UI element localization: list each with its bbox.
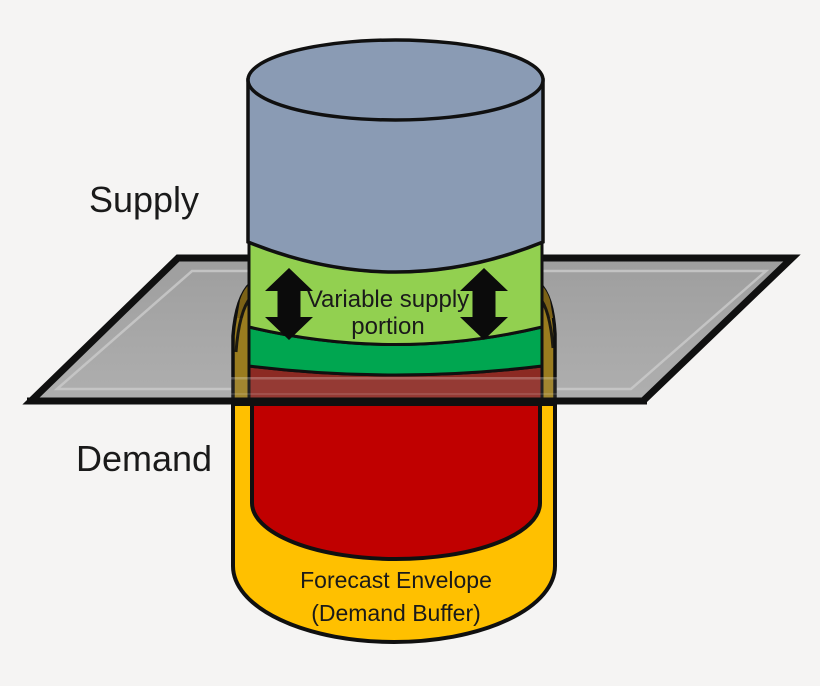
- forecast-envelope-label-line1: Forecast Envelope: [300, 567, 492, 593]
- supply-label: Supply: [89, 179, 199, 220]
- double-arrow-icon: [265, 268, 313, 340]
- demand-label: Demand: [76, 438, 212, 479]
- forecast-envelope-label-line2: (Demand Buffer): [311, 600, 481, 626]
- plane-bevel-line: [53, 269, 770, 391]
- variable-supply-label-line1: Variable supply: [307, 286, 469, 313]
- supply-cylinder-body: [246, 78, 545, 274]
- double-arrow-icon: [460, 268, 508, 340]
- plane-edge-sheen: [231, 377, 557, 399]
- supply-cylinder-top: [246, 38, 545, 122]
- plane-front-edge: [27, 397, 647, 405]
- demand-cylinder: [250, 402, 542, 561]
- variable-supply-label-line2: portion: [351, 313, 424, 340]
